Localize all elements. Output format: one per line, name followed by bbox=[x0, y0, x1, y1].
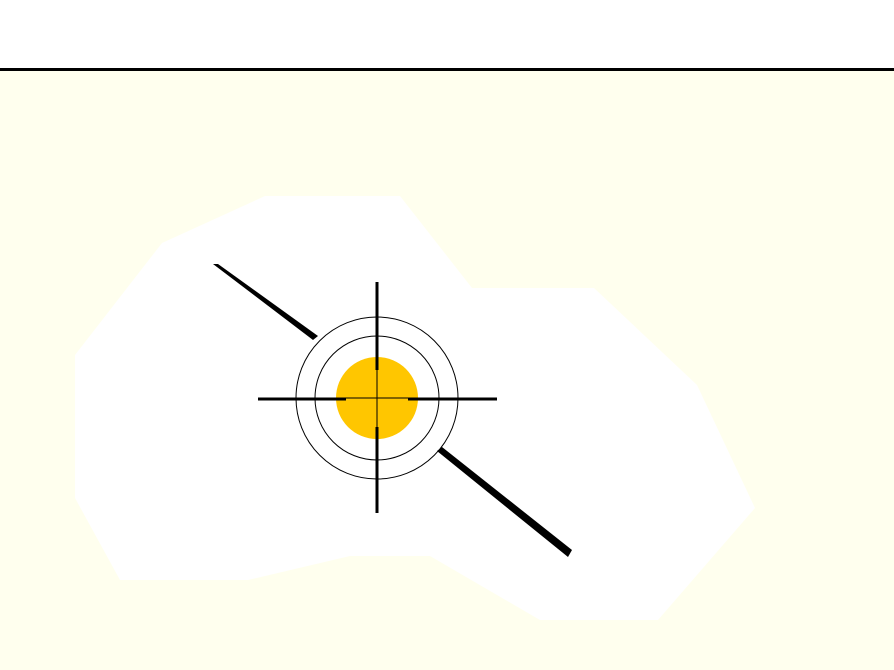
diagram-canvas bbox=[0, 71, 894, 670]
diagram-svg bbox=[0, 71, 894, 670]
needle-icon bbox=[213, 264, 572, 557]
header-bar bbox=[0, 0, 894, 68]
needle-lower-segment bbox=[437, 447, 572, 557]
header-divider bbox=[0, 68, 894, 71]
needle-upper-segment bbox=[213, 264, 318, 340]
crosshair-target-icon bbox=[258, 282, 497, 513]
